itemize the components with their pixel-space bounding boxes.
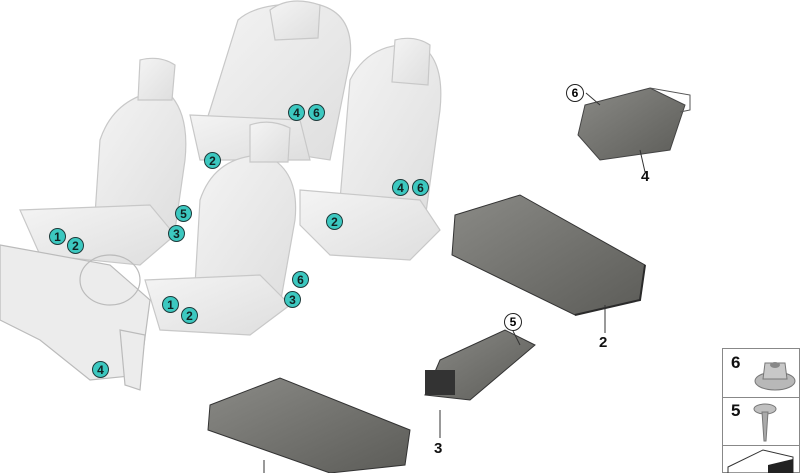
callout-2[interactable]: 2	[204, 152, 221, 169]
control-module-2	[451, 194, 646, 333]
callout-4[interactable]: 4	[92, 361, 109, 378]
callout-1[interactable]: 1	[162, 296, 179, 313]
callout-6[interactable]: 6	[292, 271, 309, 288]
part-symbol-icon	[727, 449, 794, 473]
part-screw-label-6[interactable]: 6	[566, 84, 584, 102]
control-module-1	[207, 377, 411, 473]
control-module-3	[424, 329, 536, 438]
legend-item-screw[interactable]: 5	[723, 397, 799, 446]
front-seat-right	[144, 121, 297, 336]
callout-3[interactable]: 3	[284, 291, 301, 308]
callout-2[interactable]: 2	[181, 307, 198, 324]
callout-6[interactable]: 6	[308, 104, 325, 121]
part-label-2[interactable]: 2	[599, 334, 608, 351]
dashboard	[0, 244, 151, 391]
part-label-4[interactable]: 4	[641, 168, 650, 185]
callout-1[interactable]: 1	[49, 228, 66, 245]
callout-2[interactable]: 2	[326, 213, 343, 230]
callout-6[interactable]: 6	[412, 179, 429, 196]
callout-4[interactable]: 4	[392, 179, 409, 196]
self-tapping-screw-icon	[753, 403, 777, 442]
front-seat-left	[19, 57, 187, 266]
legend-item-nut[interactable]: 6	[723, 349, 799, 398]
callout-2[interactable]: 2	[67, 237, 84, 254]
callout-5[interactable]: 5	[175, 205, 192, 222]
flange-nut-icon	[754, 362, 796, 391]
callout-3[interactable]: 3	[168, 225, 185, 242]
legend-item-symbol[interactable]	[723, 445, 799, 473]
legend-number: 5	[731, 401, 741, 420]
fastener-legend: 6 5	[722, 348, 800, 473]
part-screw-label-5[interactable]: 5	[504, 313, 522, 331]
legend-number: 6	[731, 353, 741, 372]
rear-seat-right	[299, 37, 442, 261]
callout-4[interactable]: 4	[288, 104, 305, 121]
part-label-3[interactable]: 3	[434, 440, 443, 457]
control-module-4	[577, 87, 691, 173]
